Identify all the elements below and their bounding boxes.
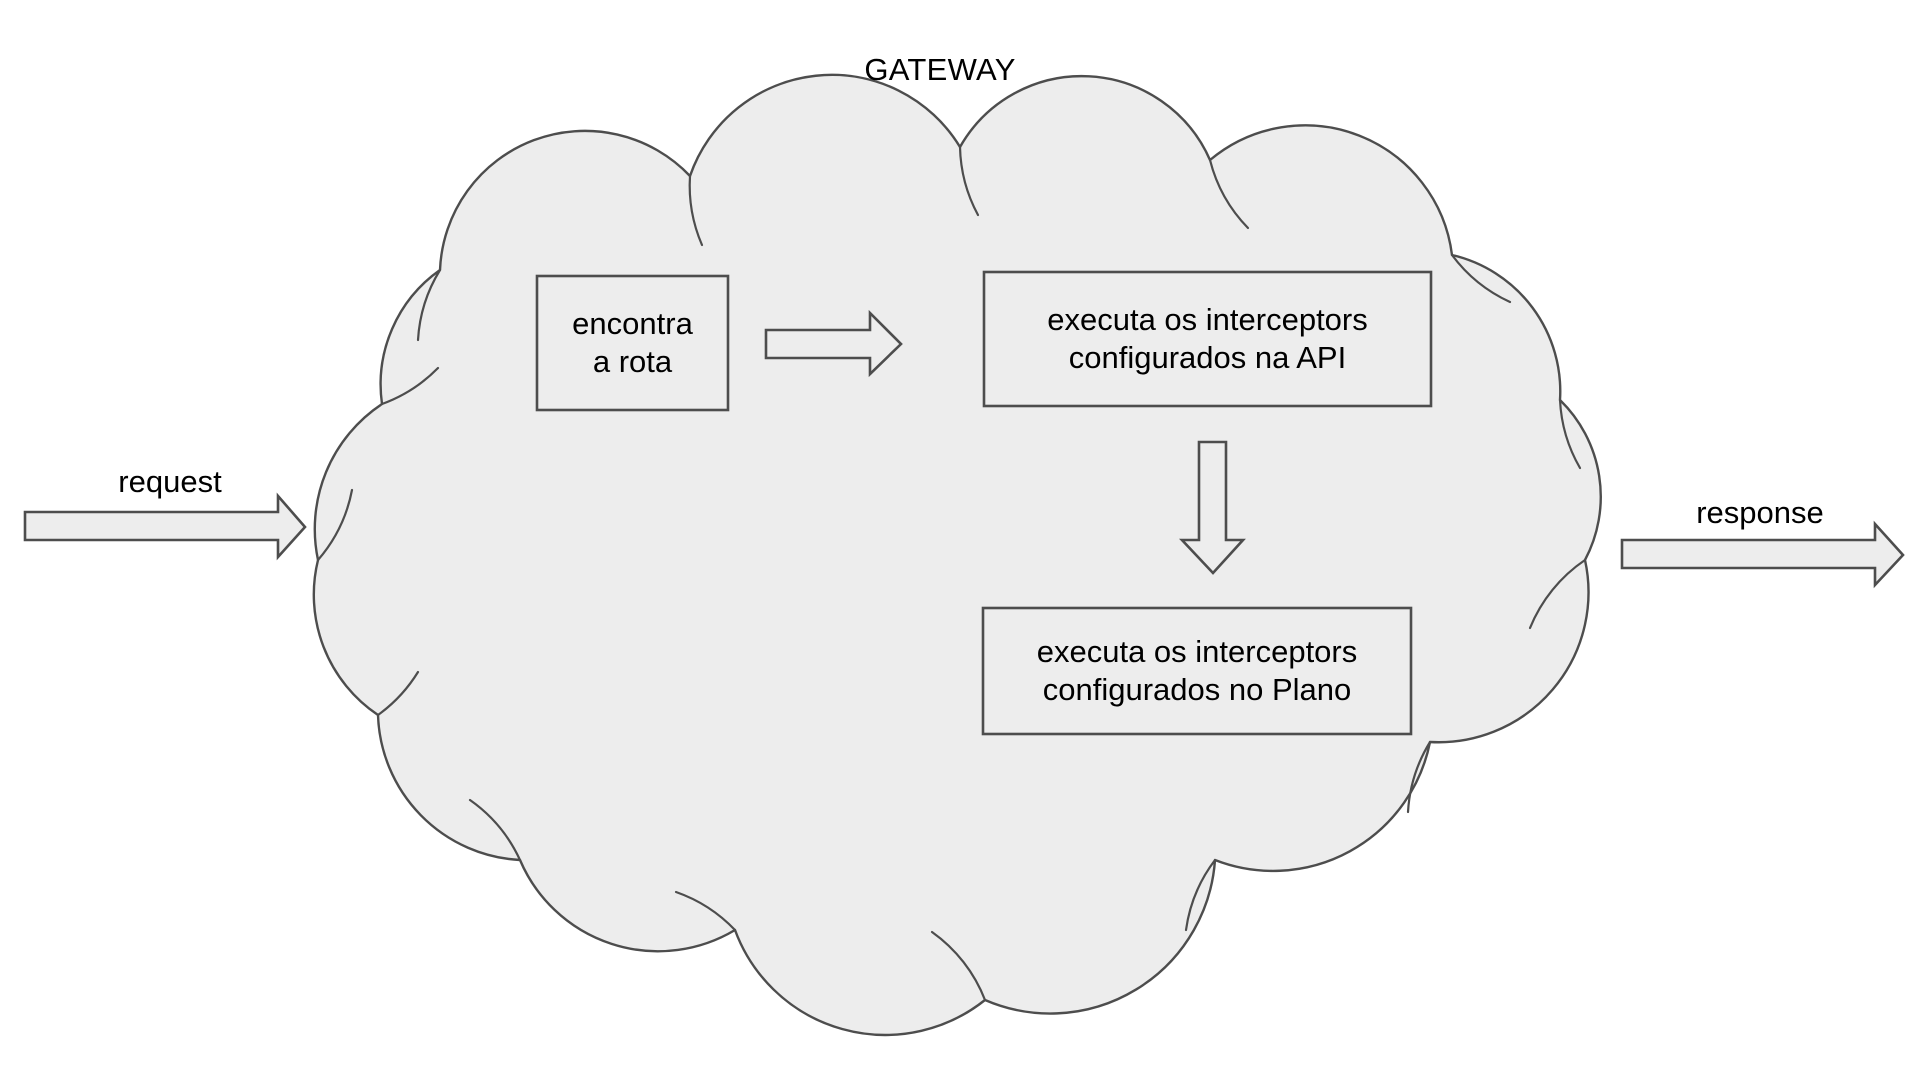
cloud-separator-14 bbox=[316, 488, 354, 562]
diagram-title: GATEWAY bbox=[864, 52, 1016, 87]
cloud-separator-12 bbox=[468, 798, 522, 862]
cloud-separator-15 bbox=[380, 366, 440, 406]
cloud-separator-7 bbox=[1528, 558, 1587, 630]
cloud-separator-6 bbox=[1558, 398, 1582, 470]
edge-request-label: request bbox=[118, 464, 222, 499]
cloud-separator-3 bbox=[958, 145, 980, 217]
cloud-separator-10 bbox=[930, 930, 987, 1002]
cloud-separator-1 bbox=[416, 268, 442, 342]
cloud-separator-13 bbox=[376, 670, 420, 717]
cloud-separator-8 bbox=[1406, 740, 1432, 814]
edge-api-to-plan-arrow bbox=[1178, 440, 1246, 575]
cloud-separator-9 bbox=[1184, 858, 1217, 932]
cloud-separator-2 bbox=[688, 174, 704, 247]
gateway-cloud bbox=[312, 73, 1602, 1037]
cloud-separator-11 bbox=[674, 890, 737, 932]
cloud-separator-5 bbox=[1450, 253, 1512, 304]
node-api-interceptors-rect[interactable] bbox=[982, 270, 1433, 408]
cloud-separator-4 bbox=[1208, 158, 1250, 230]
edge-response-arrow bbox=[1620, 520, 1905, 589]
edge-response-label: response bbox=[1696, 495, 1824, 530]
cloud-shape bbox=[312, 73, 1602, 1037]
node-plan-interceptors-rect[interactable] bbox=[981, 606, 1413, 736]
edge-route-to-api-arrow bbox=[764, 309, 903, 378]
edge-request-arrow bbox=[23, 492, 307, 561]
node-find-route-rect[interactable] bbox=[535, 274, 730, 412]
cloud-lobe-separators bbox=[316, 145, 1587, 1002]
